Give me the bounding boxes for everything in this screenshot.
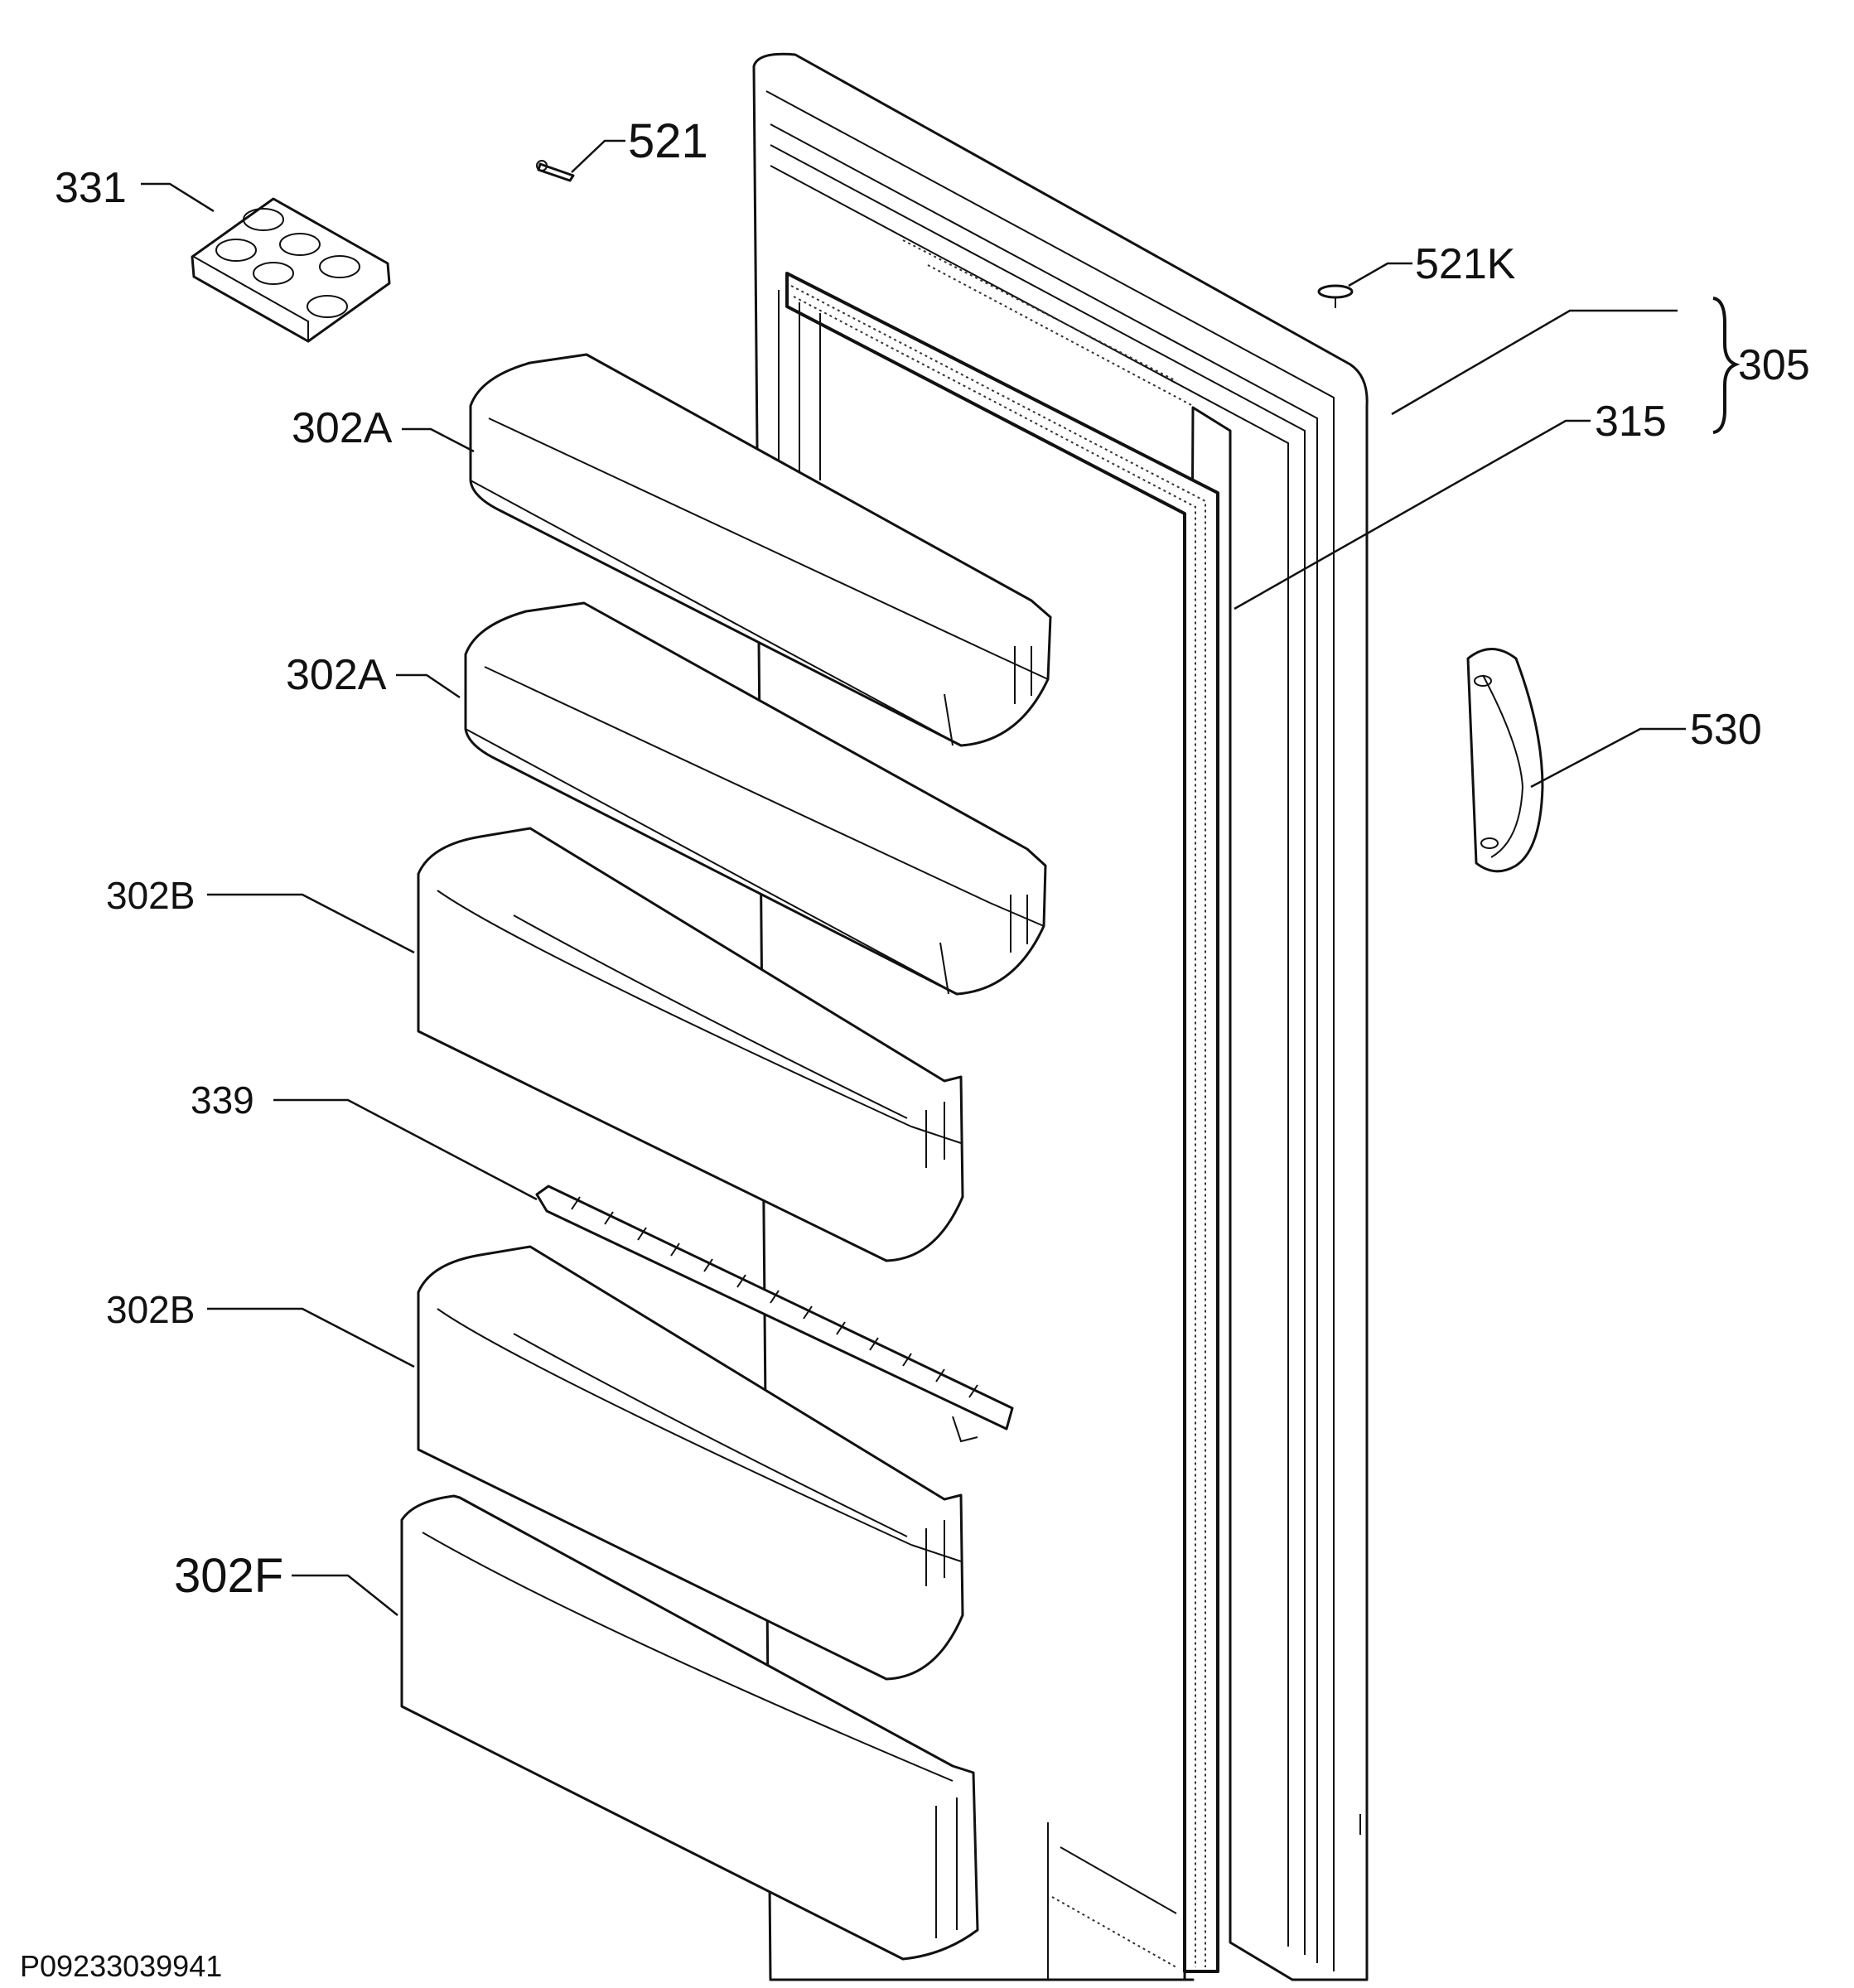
door-gasket (785, 272, 1219, 1973)
door-handle-530 (1466, 648, 1544, 873)
screw-521k (1317, 284, 1354, 308)
callout-labels: 331 521 521K 305 315 302A 302A 530 302B … (20, 114, 1810, 1983)
leader-lines (141, 139, 1741, 1616)
leader-331 (141, 182, 215, 213)
callout-302b-first: 302B (106, 874, 195, 917)
callout-302a-top: 302A (292, 404, 393, 452)
shelf-302b-second (417, 1245, 964, 1681)
leader-315 (1234, 419, 1591, 610)
leader-521 (571, 139, 625, 173)
leader-302f (292, 1574, 398, 1616)
screw-521 (536, 160, 575, 182)
shelf-302a-top (469, 353, 1052, 747)
leader-521k (1348, 262, 1412, 287)
callout-331: 331 (55, 164, 127, 212)
leader-302a-second (396, 673, 461, 699)
callout-315: 315 (1595, 398, 1667, 446)
shelf-302b-first (417, 827, 964, 1262)
callout-302a-second: 302A (286, 651, 387, 699)
shelf-302a-second (464, 601, 1047, 996)
callout-521: 521 (628, 114, 708, 168)
leader-530 (1530, 727, 1686, 789)
leader-302b-second (207, 1307, 415, 1368)
drawing-number: P09233039941 (20, 1949, 222, 1983)
door-assembly (752, 52, 1369, 1981)
door-outer-panel (752, 52, 1369, 1981)
brace-305 (1712, 297, 1741, 434)
callout-302f: 302F (174, 1549, 283, 1603)
callout-521k: 521K (1415, 240, 1516, 288)
callout-530: 530 (1690, 706, 1762, 754)
leader-302a-top (402, 427, 475, 453)
callout-339: 339 (191, 1078, 254, 1122)
callout-302b-second: 302B (106, 1288, 195, 1331)
callout-305: 305 (1738, 341, 1810, 389)
egg-tray (191, 197, 391, 343)
shelf-302f-bottom (400, 1494, 979, 1961)
leader-305 (1391, 309, 1678, 416)
bottle-rack-339 (535, 1185, 1014, 1443)
leader-339 (273, 1098, 538, 1201)
door-liner (765, 90, 1335, 1971)
leader-302b-first (207, 893, 415, 954)
